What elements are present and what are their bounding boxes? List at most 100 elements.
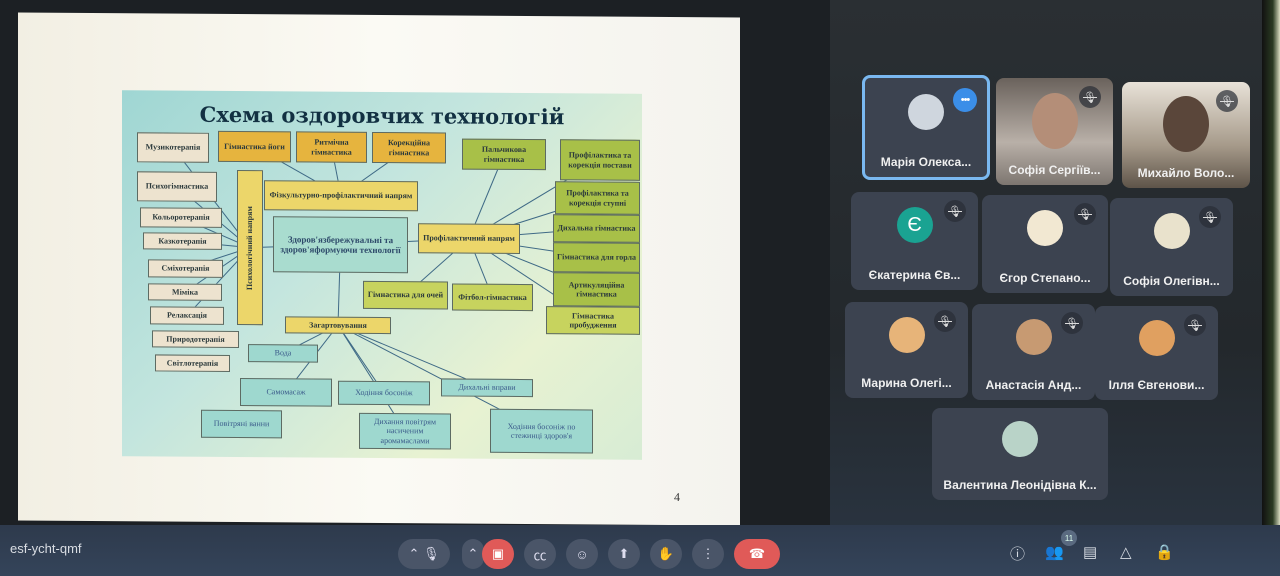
info-icon[interactable]: ⓘ [1010,546,1026,563]
diagram-box-fitbol: Фітбол-гімнастика [452,283,533,312]
camera-off-button[interactable]: ▣ [482,539,514,569]
mic-off-icon: 🎙 [1199,206,1221,228]
participant-name: Єгор Степано... [999,271,1091,285]
participant-avatar: Є [896,207,933,244]
captions-icon: ㏄ [533,547,547,563]
participant-avatar [888,316,925,353]
captions-button[interactable]: ㏄ [524,539,556,569]
participant-name: Анастасія Анд... [985,378,1082,392]
diagram-box-voda: Вода [248,344,318,363]
diagram-box-prof: Профілактичний напрям [418,223,520,254]
camera-options-button[interactable]: ⌃ [462,539,484,569]
participant-name: Софія Олегівн... [1123,274,1220,288]
participant-tile[interactable]: Є 🎙 Єкатерина Єв... [851,192,978,290]
participant-video [1163,96,1209,153]
host-controls-icon[interactable]: 🔒 [1155,544,1174,561]
participant-name: Марія Олекса... [880,155,972,169]
diagram-box-fizk: Фізкультурно-профілактичний напрям [264,180,418,212]
diagram-box-psyhol: Психологічний напрям [237,170,263,326]
meeting-toolbar: esf-ycht-qmf ⌃ 🎙 ⌃ ▣ ㏄ ☺ ⬆ ✋ ⋮ ☎ ⓘ 👥 11 … [0,525,1280,576]
participant-avatar [1153,213,1190,250]
participant-tile[interactable]: 🎙 Михайло Воло... [1122,82,1250,188]
participant-tile[interactable]: 🎙 Софія Олегівн... [1110,198,1233,296]
participant-tile[interactable]: ••• Марія Олекса... [862,75,990,180]
diagram-box-rytm: Ритмічна гімнастика [296,131,367,163]
raise-hand-button[interactable]: ✋ [650,539,682,569]
participant-name: Валентина Леонідівна К... [943,478,1097,492]
participant-avatar [1027,210,1063,247]
diagram-box-gorlo: Гімнастика для горла [553,242,640,273]
diagram-box-zagart: Загартовування [285,316,391,335]
diagram-box-povitr: Повітряні ванни [201,409,282,439]
diagram-box-svitlo: Світлотерапія [155,354,230,372]
mic-off-icon: 🎙 [1074,203,1096,225]
diagram-box-dyhvpr: Дихальні вправи [441,378,533,398]
participant-avatar [1002,421,1038,458]
more-vert-icon: ⋮ [701,546,715,561]
diagram-box-stupni: Профілактика та корекція ступні [555,181,640,215]
microphone-button[interactable]: ⌃ 🎙 [398,539,450,569]
diagram-box-kazko: Казкотерапія [143,232,222,250]
participant-video [1031,92,1078,149]
vertical-label: Психологічний напрям [245,205,255,290]
diagram-box-kolor: Кольоротерапія [140,207,222,228]
diagram-box-korek: Корекційна гімнастика [372,131,446,164]
participant-name: Михайло Воло... [1137,166,1235,180]
screen-edge [1262,0,1280,576]
diagram-box-center: Здоров'язбережувальні та здоров'яформуюч… [273,216,408,274]
diagram-box-yoga: Гімнастика йоги [218,130,291,163]
participant-tile[interactable]: 🎙Ілля Євгенови... [1095,306,1218,400]
diagram-box-pryrodo: Природотерапія [152,330,239,349]
slide-page-number: 4 [674,490,680,505]
participant-count-badge: 11 [1061,530,1077,546]
diagram-box-artyk: Артикуляційна гімнастика [553,272,640,307]
diagram-box-smih: Сміхотерапія [148,259,223,278]
mic-off-icon: 🎙 [1184,314,1206,336]
present-screen-icon: ⬆ [618,546,630,561]
leave-call-button[interactable]: ☎ [734,539,780,569]
diagram-box-psyhogim: Психогімнастика [137,171,217,202]
presentation-slide: Схема оздоровчих технологій Музикотерапі… [18,12,740,526]
participant-avatar [1015,318,1052,355]
people-icon[interactable]: 👥 [1045,544,1064,561]
participant-tile[interactable]: 🎙 Анастасія Анд... [972,304,1095,400]
microphone-icon: 🎙 [423,546,440,561]
diagram-box-aroma: Дихання повітрям насиченим аромамаслами [359,412,451,450]
participant-tile[interactable]: 🎙 Марина Олегі... [845,302,968,398]
participant-tile[interactable]: 🎙 Єгор Степано... [982,195,1108,293]
chevron-up-icon: ⌃ [467,546,479,561]
health-technologies-diagram: Схема оздоровчих технологій Музикотерапі… [122,90,642,460]
mic-off-icon: 🎙 [1061,312,1083,334]
present-button[interactable]: ⬆ [608,539,640,569]
diagram-box-samomas: Самомасаж [240,378,332,407]
participant-name: Марина Олегі... [861,376,952,390]
participant-name: Софія Сергіїв... [1008,163,1101,177]
participant-tile[interactable]: 🎙 Софія Сергіїв... [996,78,1113,185]
participant-avatar [1138,319,1175,356]
activities-icon[interactable]: △ [1120,544,1132,561]
diagram-box-palch: Пальчикова гімнастика [462,138,546,171]
mic-off-icon: 🎙 [934,310,956,332]
connector-zagart-dyhvpr [337,324,488,389]
diagram-box-probud: Гімнастика пробудження [546,306,640,335]
more-options-icon[interactable]: ••• [953,88,977,112]
diagram-box-hodinnya: Ходіння босоніж [338,380,430,406]
camera-off-icon: ▣ [491,546,505,561]
mic-off-icon: 🎙 [1216,90,1238,112]
diagram-box-muzyko: Музикотерапія [137,132,209,163]
diagram-box-postava: Профілактика та корекція постави [560,139,640,181]
slide-title: Схема оздоровчих технологій [199,101,565,130]
diagram-box-stezhka: Ходіння босоніж по стежинці здоров'я [490,408,593,454]
diagram-box-ochi: Гімнастика для очей [363,280,448,310]
reactions-button[interactable]: ☺ [566,539,598,569]
more-options-button[interactable]: ⋮ [692,539,724,569]
participant-tile[interactable]: Валентина Леонідівна К... [932,408,1108,500]
hand-icon: ✋ [657,546,675,561]
mic-off-icon: 🎙 [944,200,966,222]
chat-icon[interactable]: ▤ [1083,544,1098,561]
diagram-box-mimika: Міміка [148,283,222,301]
participant-name: Єкатерина Єв... [868,268,961,282]
diagram-box-dyhgim: Дихальна гімнастика [553,214,640,243]
mic-off-icon: 🎙 [1079,86,1101,108]
chevron-up-icon[interactable]: ⌃ [408,546,420,561]
